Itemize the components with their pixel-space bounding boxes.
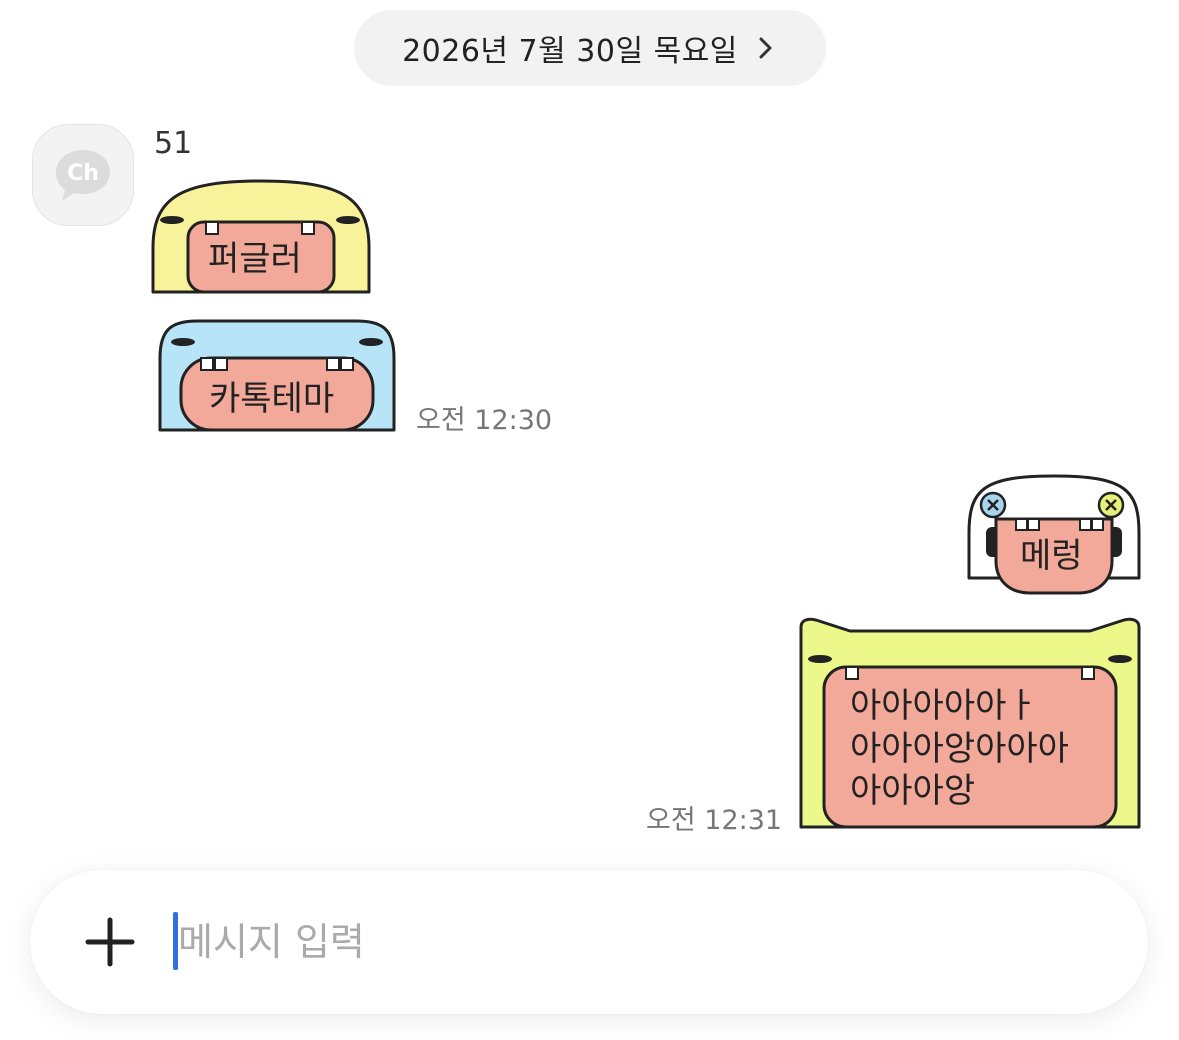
channel-icon: Ch: [56, 150, 110, 201]
sticker-label: 메렁: [1020, 536, 1083, 576]
message-input[interactable]: [174, 906, 1078, 978]
sticker-label: 카톡테마: [209, 379, 335, 419]
sticker-label-line: 아아아아아ㅏ: [850, 686, 1038, 726]
sender-name: 51: [154, 126, 193, 161]
sticker-label-line: 아아아앙아아아: [850, 728, 1069, 769]
message-time: 오전 12:30: [416, 405, 553, 436]
sticker-message[interactable]: 퍼글러: [150, 178, 372, 296]
sticker-face: [151, 179, 371, 294]
chevron-right-icon: [759, 37, 772, 59]
date-label: 2026년 7월 30일 목요일: [402, 34, 738, 69]
sticker-label-line: 아아아앙: [850, 771, 976, 811]
plus-icon[interactable]: [78, 910, 142, 974]
avatar[interactable]: Ch: [32, 124, 134, 226]
sticker-face: [799, 617, 1141, 829]
sticker-face: [967, 474, 1141, 595]
svg-text:Ch: Ch: [67, 161, 99, 186]
sticker-message[interactable]: 메렁: [966, 473, 1142, 597]
sticker-label: 퍼글러: [208, 239, 302, 279]
sticker-message[interactable]: 아아아아아ㅏ 아아아앙아아아 아아아앙: [798, 617, 1142, 831]
message-composer: [30, 870, 1148, 1014]
date-header[interactable]: 2026년 7월 30일 목요일: [354, 10, 826, 86]
sticker-face: [158, 319, 396, 432]
sticker-label: 아아아아아ㅏ 아아아앙아아아 아아아앙: [850, 685, 1069, 813]
sticker-message[interactable]: 카톡테마: [157, 318, 397, 434]
message-time: 오전 12:31: [646, 805, 783, 836]
